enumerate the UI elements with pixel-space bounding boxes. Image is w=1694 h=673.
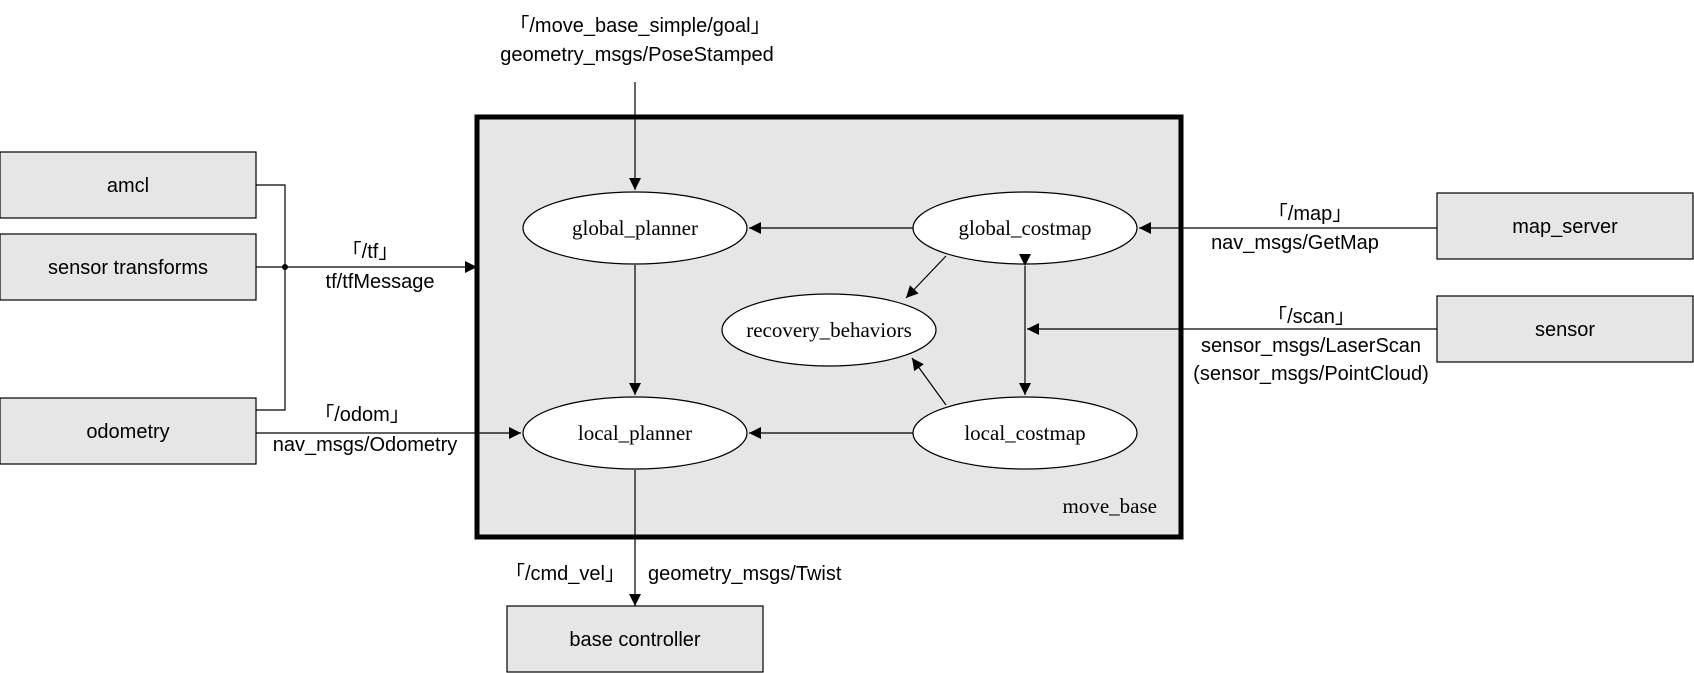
sensor-transforms-node: sensor transforms xyxy=(0,233,257,301)
move-base-label: move_base xyxy=(1063,494,1157,518)
scan-type-alt-label: (sensor_msgs/PointCloud) xyxy=(1193,363,1429,385)
odom-type-label: nav_msgs/Odometry xyxy=(273,434,458,456)
map-type-label: nav_msgs/GetMap xyxy=(1211,232,1379,254)
odometry-label: odometry xyxy=(86,421,169,443)
local-costmap-label: local_costmap xyxy=(964,421,1085,445)
scan-topic-label: 「/scan」 xyxy=(1267,305,1355,328)
map-server-node: map_server xyxy=(1436,192,1694,260)
goal-type-label: geometry_msgs/PoseStamped xyxy=(500,44,773,66)
base-controller-label: base controller xyxy=(569,629,701,651)
local-costmap-to-recovery-arrow xyxy=(911,357,947,406)
global-costmap-to-recovery-arrow xyxy=(905,255,947,299)
global-costmap-label: global_costmap xyxy=(959,216,1092,240)
global-planner-label: global_planner xyxy=(572,216,698,240)
map-server-label: map_server xyxy=(1512,216,1618,238)
cmd-type-label: geometry_msgs/Twist xyxy=(648,563,842,585)
amcl-node: amcl xyxy=(0,151,257,219)
tf-bus xyxy=(256,184,477,411)
map-topic-label: 「/map」 xyxy=(1268,202,1352,225)
amcl-label: amcl xyxy=(107,175,149,197)
tf-type-label: tf/tfMessage xyxy=(326,271,435,293)
recovery-behaviors-label: recovery_behaviors xyxy=(746,318,912,342)
recovery-behaviors-node: recovery_behaviors xyxy=(721,293,937,367)
cmd-topic-label: 「/cmd_vel」 xyxy=(505,562,625,585)
sensor-transforms-label: sensor transforms xyxy=(48,257,208,279)
odom-topic-label: 「/odom」 xyxy=(314,403,410,426)
global-planner-node: global_planner xyxy=(522,191,748,265)
sensor-label: sensor xyxy=(1535,319,1595,341)
scan-type-label: sensor_msgs/LaserScan xyxy=(1201,335,1421,357)
odometry-node: odometry xyxy=(0,397,257,465)
local-planner-label: local_planner xyxy=(578,421,692,445)
goal-topic-label: 「/move_base_simple/goal」 xyxy=(509,14,770,37)
sensor-node: sensor xyxy=(1436,295,1694,363)
tf-topic-label: 「/tf」 xyxy=(342,240,399,263)
base-controller-node: base controller xyxy=(506,605,764,673)
global-costmap-node: global_costmap xyxy=(912,191,1138,265)
local-costmap-node: local_costmap xyxy=(912,396,1138,470)
local-planner-node: local_planner xyxy=(522,396,748,470)
